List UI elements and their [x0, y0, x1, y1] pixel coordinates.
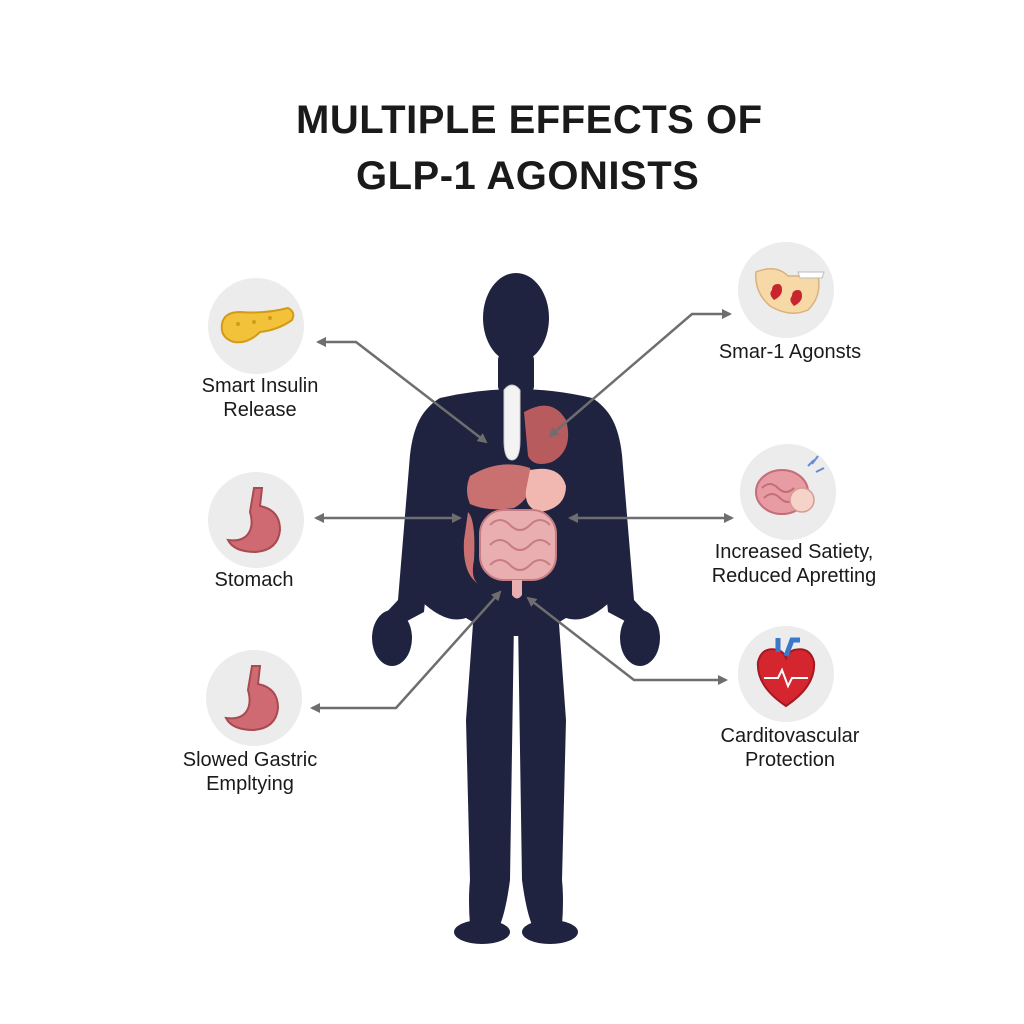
label-satiety-line-2: Reduced Apretting — [711, 565, 877, 587]
heart-icon — [756, 637, 816, 708]
label-agonists: Smar-1 Agonsts — [670, 340, 910, 364]
stomach-icon — [226, 487, 282, 554]
brain-icon — [755, 455, 825, 515]
kidney-icon — [463, 512, 480, 585]
arrow-cardio — [526, 596, 728, 685]
colon-icon — [512, 580, 522, 599]
label-insulin: Smart Insulin Release — [140, 374, 380, 422]
label-cardio: Carditovascular Protection — [670, 724, 910, 772]
label-cardio-line-2: Protection — [744, 749, 836, 771]
label-gastric: Slowed Gastric Empltying — [130, 748, 370, 796]
pancreas-icon — [220, 306, 295, 344]
esophagus-icon — [503, 384, 521, 461]
label-insulin-line-1: Smart Insulin — [201, 375, 319, 397]
label-insulin-line-2: Release — [223, 399, 297, 421]
title-line-2: GLP-1 AGONISTS — [356, 154, 700, 198]
stomach-bubble — [208, 472, 304, 568]
label-satiety-line-1: Increased Satiety, — [714, 541, 874, 563]
intestine-coils — [489, 519, 551, 571]
pancreas-bubble — [208, 278, 304, 374]
label-satiety: Increased Satiety, Reduced Apretting — [674, 540, 914, 588]
brain-bubble — [740, 444, 836, 540]
agonists-bubble — [738, 242, 834, 338]
stomach-icon — [224, 665, 280, 732]
stomach-organ-icon — [525, 468, 566, 512]
heart-bubble — [738, 626, 834, 722]
label-agonists-line-1: Smar-1 Agonsts — [718, 341, 862, 363]
human-silhouette — [372, 273, 660, 944]
title-line-1: MULTIPLE EFFECTS OF — [296, 98, 763, 142]
label-cardio-line-1: Carditovascular — [720, 725, 860, 747]
arrow-gastric — [310, 590, 502, 713]
hearts-icon — [755, 268, 825, 314]
label-gastric-line-2: Empltying — [206, 773, 294, 795]
arrow-insulin — [316, 337, 488, 444]
liver-icon — [467, 464, 532, 510]
arrow-agonists — [548, 309, 732, 438]
label-gastric-line-1: Slowed Gastric — [182, 749, 318, 771]
gastric-bubble — [206, 650, 302, 746]
arrows — [310, 309, 734, 713]
label-stomach: Stomach — [134, 568, 374, 592]
label-stomach-line-1: Stomach — [214, 569, 294, 591]
